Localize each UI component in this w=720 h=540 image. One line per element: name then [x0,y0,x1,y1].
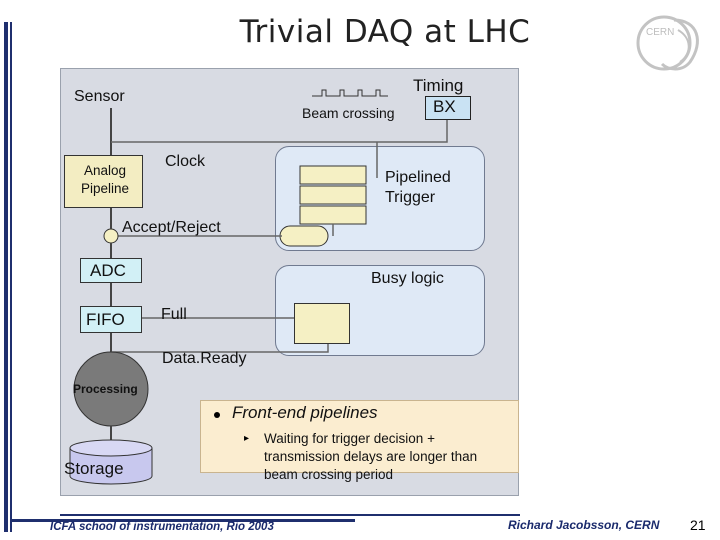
notes-sub-bullet: Waiting for trigger decision + transmiss… [264,431,478,482]
footer-right: Richard Jacobsson, CERN [508,518,660,532]
sub-bullet-arrow-icon: ▸ [244,433,250,444]
footer-rule-upper [60,514,520,516]
trigger-stage-1 [299,165,367,185]
sensor-label: Sensor [74,88,125,105]
left-accent-bar [4,22,8,532]
bx-box [425,96,471,120]
footer-left: ICFA school of instrumentation, Rio 2003 [50,521,274,533]
trigger-stage-2 [299,185,367,205]
notes-bullet: Front-end pipelines [232,403,378,422]
left-accent-bar-thin [10,22,12,532]
footer-rule [10,519,355,522]
trigger-decision-shape [279,225,329,247]
storage-cylinder [69,448,153,485]
data-ready-label: Data.Ready [162,350,247,367]
busy-logic-block [294,303,350,344]
clock-line [111,118,448,143]
adc-label: ADC [90,261,126,280]
analog-label: Analog [84,163,127,178]
fifo-label: FIFO [86,310,125,329]
trigger-stage-3 [299,205,367,225]
pipelined-label: Pipelined [385,169,451,186]
accept-reject-label: Accept/Reject [122,219,221,236]
storage-label: Storage [64,459,124,478]
accept-reject-gate [103,228,119,244]
busy-logic-label: Busy logic [371,270,444,287]
cern-logo-text: CERN [646,27,674,38]
data-ready-line [111,342,329,353]
beam-crossing-waveform [312,89,388,97]
bx-label: BX [433,97,456,116]
analog-pipeline-box [64,155,143,208]
slide-title: Trivial DAQ at LHC [239,14,531,50]
clock-label: Clock [165,153,206,170]
trigger-label: Trigger [385,189,436,206]
processing-label: Processing [73,382,138,396]
page-number: 21 [690,517,706,533]
cern-logo: CERN [636,15,699,71]
bullet-icon [214,412,220,418]
pipeline-label: Pipeline [81,181,130,196]
notes-box [200,400,519,473]
adc-box [80,258,142,283]
fifo-box [80,306,142,333]
full-label: Full [161,306,187,323]
beam-crossing-label: Beam crossing [302,105,395,121]
timing-label: Timing [413,76,464,95]
